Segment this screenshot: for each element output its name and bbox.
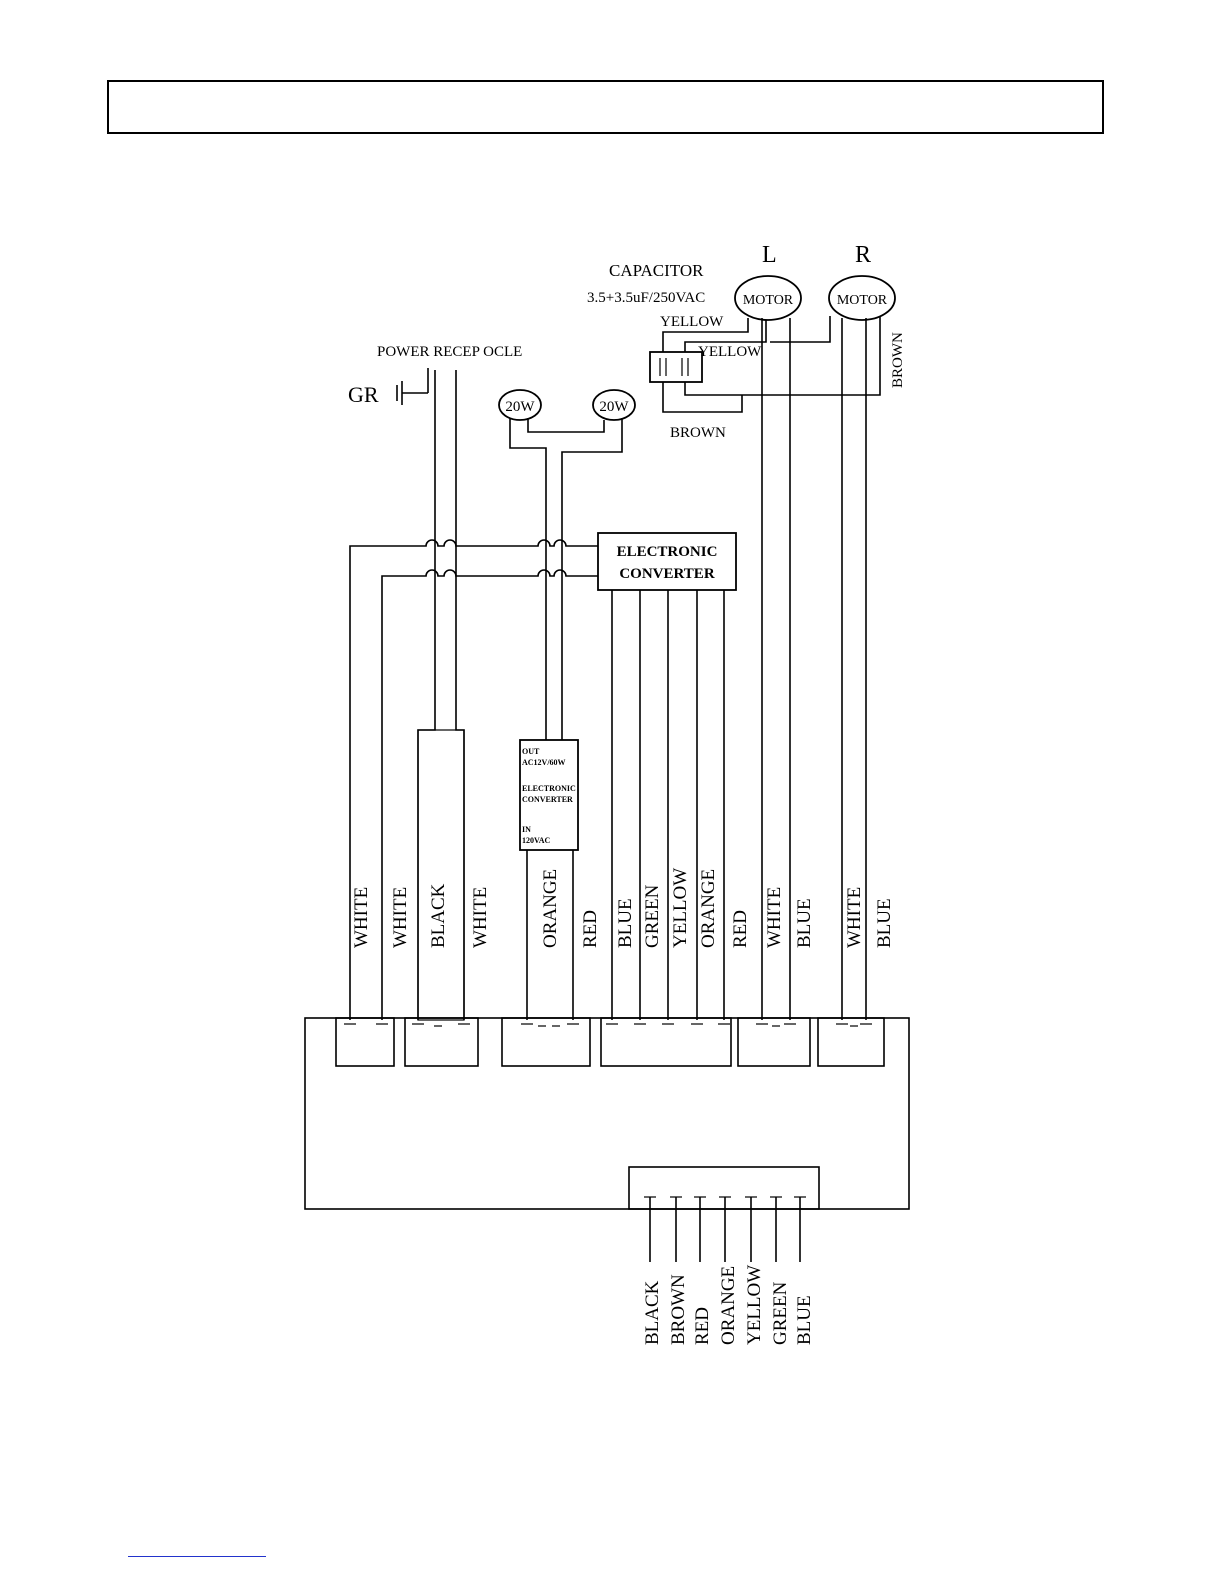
brown-label-1: BROWN xyxy=(670,425,726,441)
wire-label-white-5: WHITE xyxy=(844,887,865,948)
bottom-label-yellow: YELLOW xyxy=(744,1265,765,1345)
motor-l-side-label: L xyxy=(762,242,777,268)
capacitor-rating: 3.5+3.5uF/250VAC xyxy=(587,290,705,306)
small-converter-out-rating: AC12V/60W xyxy=(522,758,566,767)
yellow-label-2: YELLOW xyxy=(698,344,762,360)
capacitor-label: CAPACITOR xyxy=(609,261,704,280)
lamp-left-label: 20W xyxy=(505,399,535,415)
capacitor xyxy=(650,352,702,382)
bottom-label-brown: BROWN xyxy=(668,1274,689,1345)
small-converter-name2: CONVERTER xyxy=(522,795,573,804)
wire-label-blue-1: BLUE xyxy=(615,898,636,948)
power-receptacle-label: POWER RECEP OCLE xyxy=(377,344,522,360)
lamp-right-label: 20W xyxy=(599,399,629,415)
small-converter-in-rating: 120VAC xyxy=(522,836,551,845)
wire-label-red-2: RED xyxy=(730,910,751,948)
wire-label-blue-2: BLUE xyxy=(794,898,815,948)
wire-label-white-1: WHITE xyxy=(351,887,372,948)
small-converter-out: OUT xyxy=(522,747,540,756)
brown-label-2: BROWN xyxy=(890,332,906,388)
motor-l-label: MOTOR xyxy=(743,293,794,308)
ground-label: GR xyxy=(348,382,379,407)
small-converter: OUT AC12V/60W ELECTRONIC CONVERTER IN 12… xyxy=(520,740,578,850)
converter-line1: ELECTRONIC xyxy=(617,544,718,560)
motor-l: MOTOR xyxy=(735,276,801,320)
control-board xyxy=(305,1018,909,1209)
wire-label-white-3: WHITE xyxy=(470,887,491,948)
wire-label-black: BLACK xyxy=(428,883,449,948)
converter-line2: CONVERTER xyxy=(619,566,714,582)
wire-label-green: GREEN xyxy=(642,884,663,948)
bottom-label-blue: BLUE xyxy=(794,1295,815,1345)
motor-r-side-label: R xyxy=(855,242,871,268)
footer-link-underline[interactable] xyxy=(128,1556,266,1557)
wire-label-white-4: WHITE xyxy=(764,887,785,948)
wire-label-orange-2: ORANGE xyxy=(698,869,719,948)
bottom-label-red: RED xyxy=(692,1307,713,1345)
yellow-label-1: YELLOW xyxy=(660,314,724,330)
wire-label-blue-3: BLUE xyxy=(874,898,895,948)
electronic-converter: ELECTRONIC CONVERTER xyxy=(598,533,736,590)
wire-label-red-1: RED xyxy=(580,910,601,948)
ground-symbol xyxy=(397,381,428,405)
lamp-right: 20W xyxy=(593,390,635,420)
wire-label-white-2: WHITE xyxy=(390,887,411,948)
wire-label-yellow: YELLOW xyxy=(670,868,691,948)
motor-r: MOTOR xyxy=(829,276,895,320)
small-converter-in: IN xyxy=(522,825,531,834)
motor-r-label: MOTOR xyxy=(837,293,888,308)
bottom-label-orange: ORANGE xyxy=(718,1266,739,1345)
bottom-label-black: BLACK xyxy=(642,1280,663,1345)
lamp-left: 20W xyxy=(499,390,541,420)
bottom-label-green: GREEN xyxy=(770,1281,791,1345)
small-converter-name1: ELECTRONIC xyxy=(522,784,576,793)
wire-label-orange-1: ORANGE xyxy=(540,869,561,948)
